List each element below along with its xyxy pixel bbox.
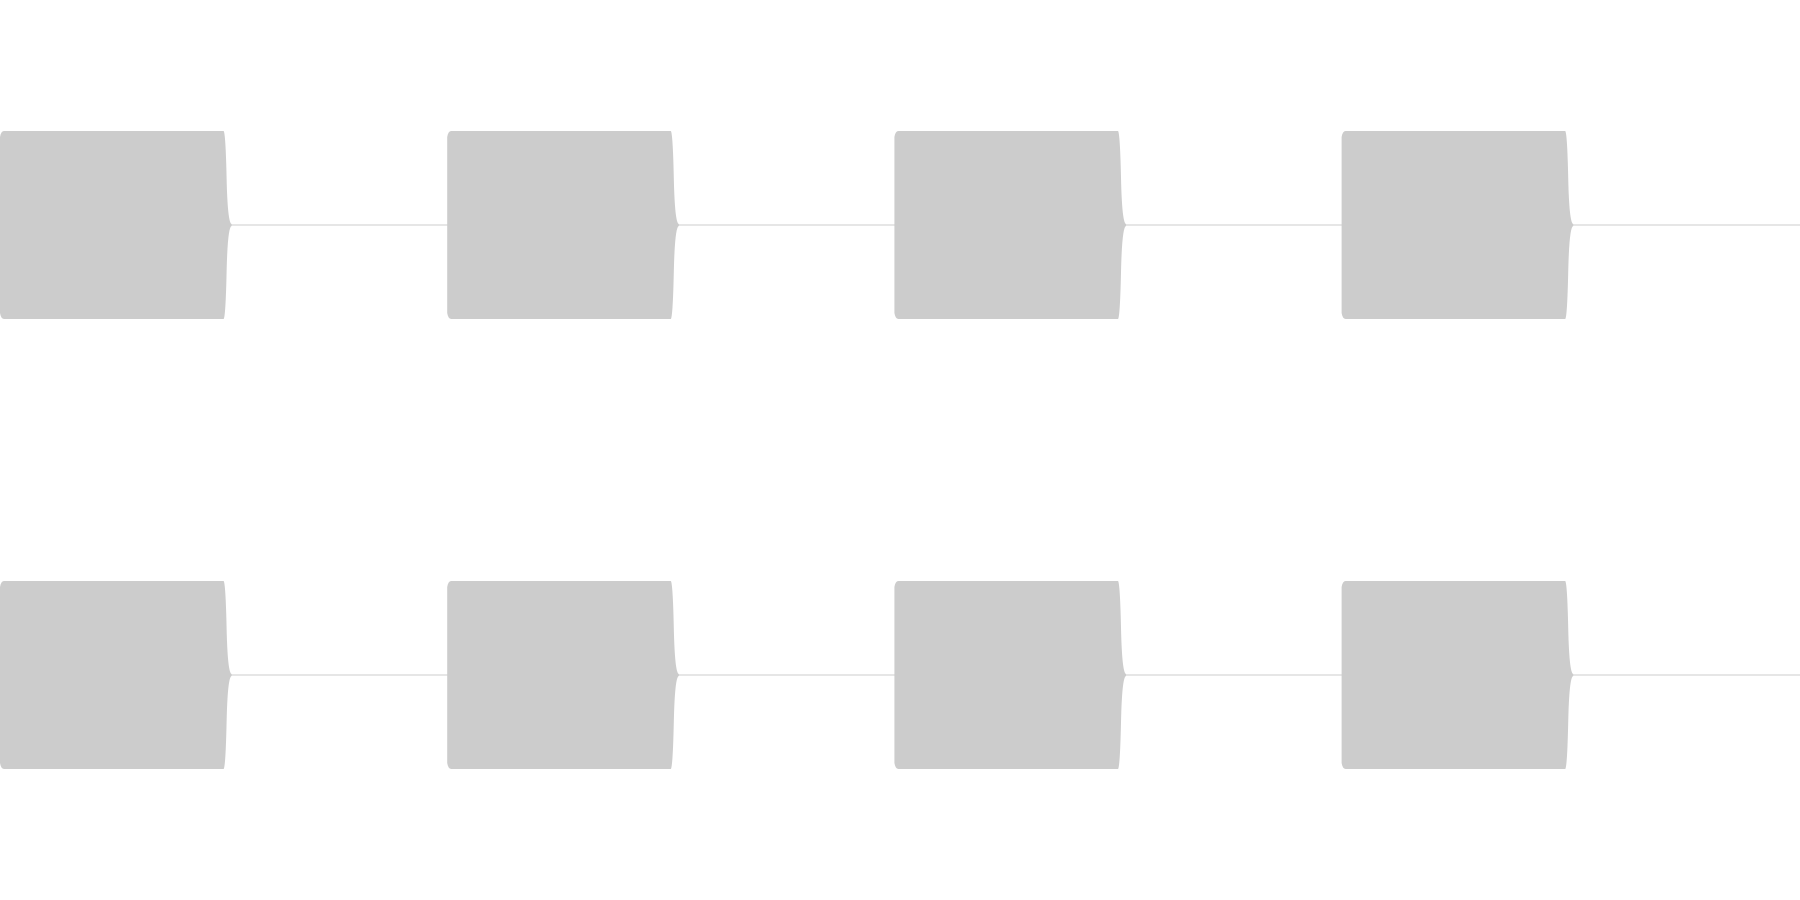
audio-burst[interactable] (1341, 580, 1574, 770)
channel-1[interactable] (0, 130, 1800, 320)
audio-burst[interactable] (1341, 130, 1574, 320)
audio-burst[interactable] (0, 580, 232, 770)
audio-burst[interactable] (447, 130, 679, 320)
audio-burst[interactable] (447, 580, 679, 770)
audio-burst[interactable] (894, 580, 1127, 770)
audio-burst[interactable] (0, 130, 232, 320)
channel-2[interactable] (0, 580, 1800, 770)
audio-burst[interactable] (894, 130, 1127, 320)
